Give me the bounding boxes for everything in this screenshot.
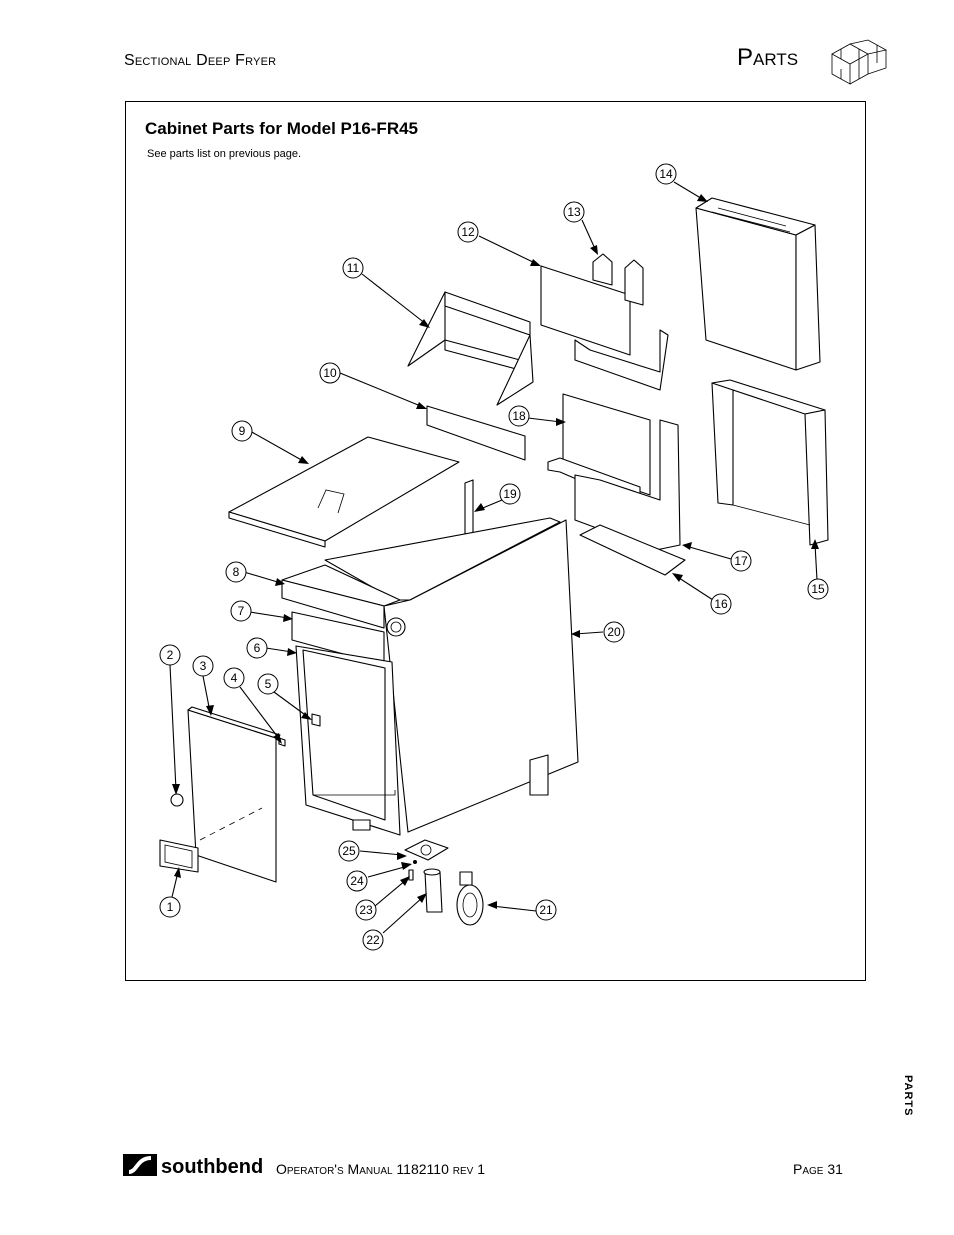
svg-text:3: 3	[200, 659, 207, 673]
svg-text:6: 6	[254, 641, 261, 655]
boxes-icon	[831, 39, 888, 85]
callout-2: 2	[159, 644, 181, 666]
svg-text:5: 5	[265, 677, 272, 691]
svg-text:8: 8	[233, 565, 240, 579]
svg-text:1: 1	[167, 900, 174, 914]
callout-18: 18	[508, 405, 530, 427]
figure-frame	[125, 101, 866, 981]
svg-text:17: 17	[734, 554, 748, 568]
svg-text:12: 12	[461, 225, 475, 239]
svg-text:24: 24	[350, 874, 364, 888]
section-title: Sectional Deep Fryer	[124, 52, 277, 69]
callout-16: 16	[710, 593, 732, 615]
svg-text:11: 11	[347, 261, 360, 275]
side-tab: PARTS	[902, 1075, 914, 1117]
svg-text:21: 21	[539, 903, 553, 917]
page-number: Page 31	[793, 1161, 843, 1177]
callout-3: 3	[192, 655, 214, 677]
part-cabinet-body-20	[281, 517, 579, 836]
callout-22: 22	[362, 929, 384, 951]
svg-text:southbend: southbend	[161, 1156, 263, 1178]
svg-text:19: 19	[503, 487, 517, 501]
svg-text:10: 10	[323, 366, 337, 380]
callout-5: 5	[257, 673, 279, 695]
figure-note: See parts list on previous page.	[147, 148, 302, 160]
part-door-3	[187, 706, 281, 883]
svg-text:14: 14	[659, 167, 673, 181]
svg-text:18: 18	[512, 409, 526, 423]
svg-text:4: 4	[231, 671, 238, 685]
part-knob-2	[170, 793, 184, 807]
callout-10: 10	[319, 362, 341, 384]
callout-7: 7	[230, 600, 252, 622]
part-caster-21	[456, 871, 484, 926]
chapter-title: Parts	[737, 44, 799, 71]
svg-text:15: 15	[811, 582, 825, 596]
part-side-frame-15	[711, 379, 829, 546]
svg-text:23: 23	[359, 903, 373, 917]
part-shield-12-13	[540, 253, 669, 391]
part-bracket-11	[407, 291, 534, 406]
callout-11: 11	[342, 257, 364, 279]
callout-19: 19	[499, 483, 521, 505]
callout-6: 6	[246, 637, 268, 659]
svg-text:16: 16	[714, 597, 728, 611]
callout-12: 12	[457, 221, 479, 243]
svg-text:20: 20	[607, 625, 621, 639]
part-panels-16-17-18	[547, 393, 686, 576]
part-top-lid-9	[228, 436, 460, 548]
callout-9: 9	[231, 420, 253, 442]
part-control-plate-1	[159, 839, 199, 873]
svg-text:25: 25	[342, 844, 356, 858]
callout-14: 14	[655, 163, 677, 185]
svg-text:22: 22	[366, 933, 380, 947]
figure-title: Cabinet Parts for Model P16-FR45	[145, 119, 419, 138]
southbend-logo: southbend	[123, 1154, 263, 1178]
leader-lines	[169, 181, 819, 934]
part-rail-10	[426, 405, 526, 461]
svg-text:2: 2	[167, 648, 174, 662]
callout-13: 13	[563, 201, 585, 223]
callout-25: 25	[338, 840, 360, 862]
callout-8: 8	[225, 561, 247, 583]
svg-text:13: 13	[567, 205, 581, 219]
callout-15: 15	[807, 578, 829, 600]
footer-manual: Operator's Manual 1182110 rev 1	[276, 1161, 485, 1177]
callout-21: 21	[535, 899, 557, 921]
part-leg-assembly-22-25	[404, 839, 449, 913]
callout-20: 20	[603, 621, 625, 643]
callout-1: 1	[159, 896, 181, 918]
callout-17: 17	[730, 550, 752, 572]
svg-text:9: 9	[239, 424, 246, 438]
exploded-parts-diagram: 1 2 3 4 5 6 7 8 9 10 11 12 13 14 15 16 1…	[159, 163, 829, 951]
svg-text:7: 7	[238, 604, 245, 618]
callout-23: 23	[355, 899, 377, 921]
part-back-panel-14	[695, 197, 821, 371]
callout-4: 4	[223, 667, 245, 689]
callout-24: 24	[346, 870, 368, 892]
